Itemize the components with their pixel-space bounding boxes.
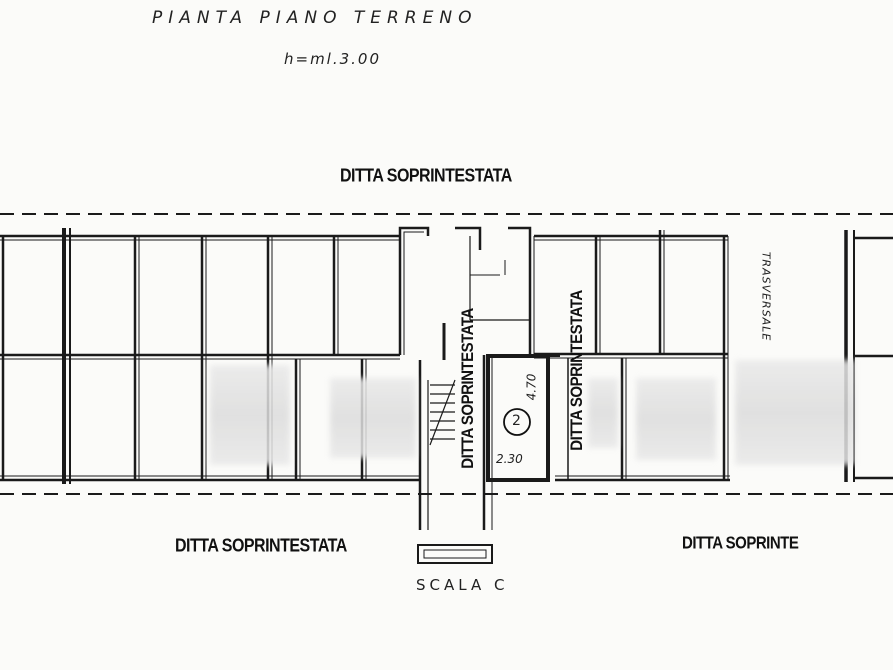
label-bottom-left-owner: DITTA SOPRINTESTATA (175, 536, 347, 557)
label-center-vertical-owner: DITTA SOPRINTESTATA (458, 308, 478, 469)
obscured-area (210, 365, 290, 465)
unit-depth-dimension: 4.70 (524, 373, 539, 401)
stair-label: SCALA C (416, 576, 509, 594)
unit-number-circle (503, 408, 531, 436)
label-trasversale: TRASVERSALE (759, 251, 773, 342)
ceiling-height-note: h=ml.3.00 (284, 50, 382, 68)
unit-2-outline (486, 354, 550, 482)
label-bottom-right-owner: DITTA SOPRINTE (682, 533, 799, 554)
unit-width-dimension: 2.30 (496, 452, 523, 466)
obscured-area (330, 378, 416, 458)
obscured-area (636, 378, 716, 460)
stair-core-walls (398, 226, 535, 530)
left-block-columns (1, 228, 367, 484)
label-right-vertical-owner: DITTA SOPRINTESTATA (567, 290, 587, 451)
stair-treads (429, 323, 456, 446)
obscured-area (588, 378, 618, 448)
unit-number: 2 (512, 413, 521, 429)
entrance-mat (417, 544, 493, 564)
plan-title: PIANTA PIANO TERRENO (152, 8, 478, 28)
right-block-walls (534, 230, 730, 482)
obscured-area (735, 360, 855, 465)
label-top-owner: DITTA SOPRINTESTATA (340, 166, 512, 187)
